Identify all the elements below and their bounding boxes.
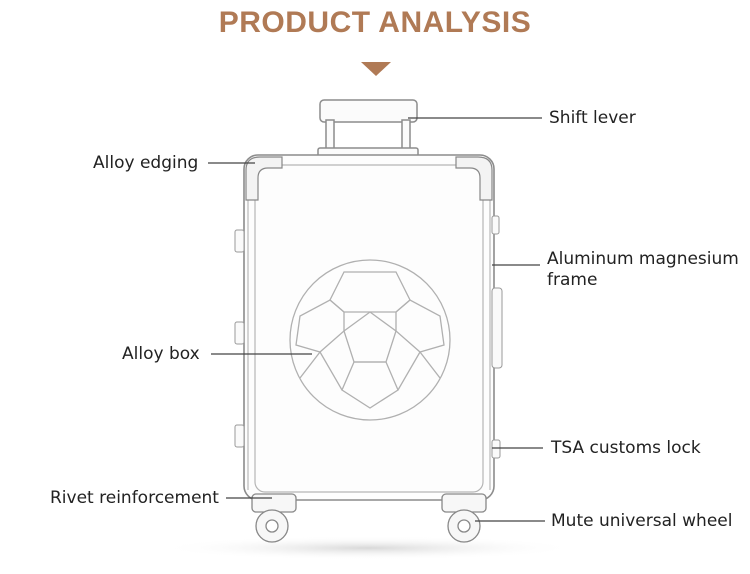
label-tsa-lock: TSA customs lock <box>551 438 701 458</box>
label-mute-universal-wheel: Mute universal wheel <box>551 511 733 531</box>
shift-lever-handle <box>317 99 419 161</box>
label-alloy-box: Alloy box <box>122 344 200 364</box>
label-rivet-reinforcement: Rivet reinforcement <box>50 488 219 508</box>
label-alloy-edging: Alloy edging <box>93 153 199 173</box>
alloy-box-pattern <box>289 259 451 421</box>
wheel-right <box>441 493 487 543</box>
label-aluminum-frame-line1: Aluminum magnesium <box>547 249 739 269</box>
suitcase-body <box>234 154 503 501</box>
page-title: PRODUCT ANALYSIS <box>218 6 532 39</box>
chevron-down-icon <box>361 62 391 76</box>
wheel-left <box>251 493 297 543</box>
label-shift-lever: Shift lever <box>549 108 636 128</box>
label-aluminum-frame-line2: frame <box>547 270 598 290</box>
leader-lines <box>208 117 545 522</box>
floor-shadow <box>158 536 578 560</box>
